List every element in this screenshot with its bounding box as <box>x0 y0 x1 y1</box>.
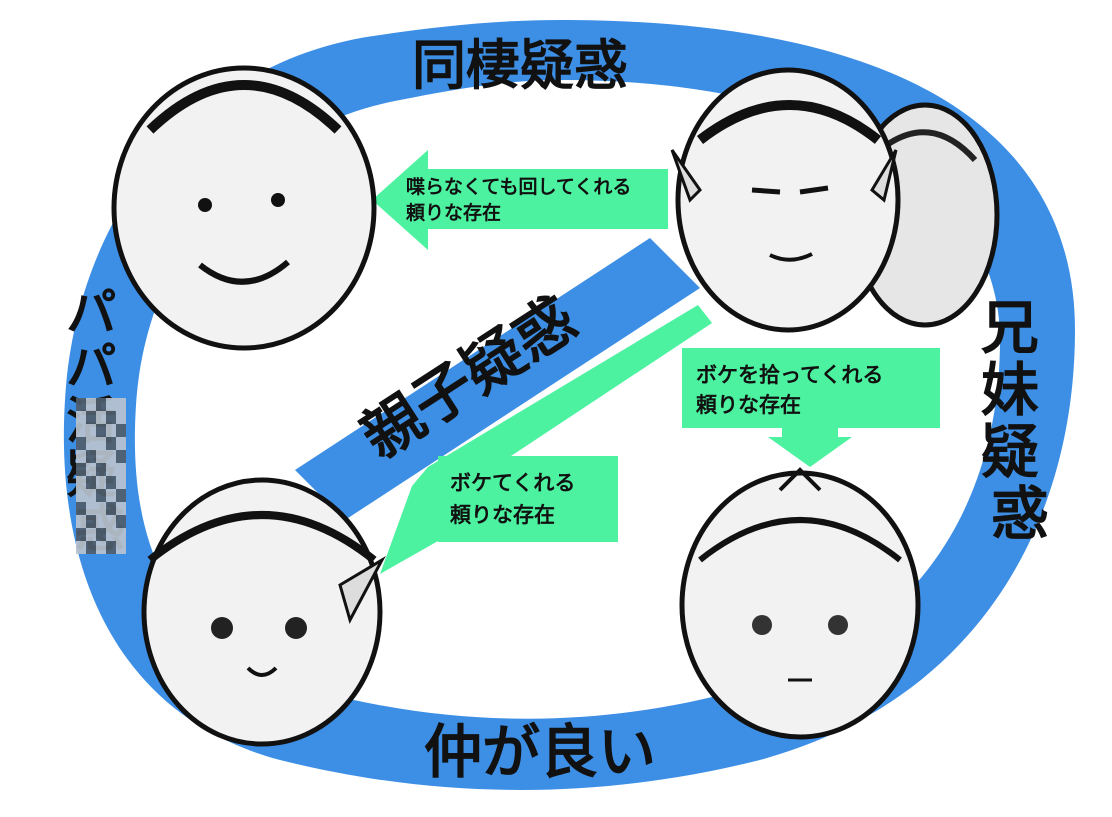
mosaic-tile <box>116 502 126 515</box>
mosaic-tile <box>96 437 106 450</box>
mosaic-tile <box>116 528 126 541</box>
mosaic-tile <box>106 515 116 528</box>
mosaic-tile <box>76 411 86 424</box>
note-to-girl-line-2: 頼りな存在 <box>696 393 801 417</box>
relation-label-left-censored: パ パ 活 疑 惑 <box>66 284 126 558</box>
mosaic-tile <box>96 398 106 411</box>
mosaic-tile <box>106 450 116 463</box>
note-to-girl-line-1: ボケを拾ってくれる <box>696 363 883 387</box>
mosaic-tile <box>116 450 126 463</box>
elf-girl-portrait-icon <box>141 477 383 747</box>
mosaic-tile <box>96 541 106 554</box>
portrait-princess <box>679 467 921 740</box>
mosaic-tile <box>76 515 86 528</box>
mosaic-tile <box>86 398 96 411</box>
mosaic-tile <box>116 489 126 502</box>
mosaic-tile <box>106 476 116 489</box>
princess-portrait-icon <box>679 470 921 740</box>
relation-diagonal-band <box>295 238 700 520</box>
mosaic-tile <box>96 515 106 528</box>
mosaic-tile <box>76 424 86 437</box>
mosaic-tile <box>76 528 86 541</box>
mosaic-tile <box>86 528 96 541</box>
mosaic-tile <box>76 489 86 502</box>
relation-label-left-char-1: パ <box>66 284 116 342</box>
relation-label-right-char-1: 兄 <box>981 294 1039 362</box>
mosaic-tile <box>76 541 86 554</box>
mosaic-tile <box>106 541 116 554</box>
mosaic-tile <box>96 476 106 489</box>
note-to-man-text: 喋らなくても回してくれる 頼りな存在 <box>406 176 638 224</box>
mosaic-tile <box>106 502 116 515</box>
mosaic-tile <box>106 437 116 450</box>
relation-label-right-char-2: 妹 <box>981 356 1039 424</box>
note-to-girl-text: ボケを拾ってくれる 頼りな存在 <box>696 363 891 417</box>
mosaic-tile <box>106 463 116 476</box>
relation-label-top: 同棲疑惑 <box>412 34 628 97</box>
mosaic-tile <box>86 437 96 450</box>
note-arrow-to-girl <box>682 348 940 467</box>
mosaic-tile <box>76 450 86 463</box>
mosaic-tile <box>106 411 116 424</box>
mosaic-tile <box>86 411 96 424</box>
mosaic-tile <box>76 437 86 450</box>
mosaic-tile <box>116 424 126 437</box>
note-to-man-line-1: 喋らなくても回してくれる <box>406 176 631 198</box>
mosaic-tile <box>76 476 86 489</box>
mosaic-tile <box>86 541 96 554</box>
mosaic-tile <box>76 463 86 476</box>
mosaic-tile <box>86 515 96 528</box>
mosaic-tile <box>96 463 106 476</box>
mosaic-tile <box>116 437 126 450</box>
note-to-elf-text: ボケてくれる 頼りな存在 <box>450 471 583 527</box>
mosaic-tile <box>96 450 106 463</box>
mosaic-tile <box>116 515 126 528</box>
note-to-elf-line-1: ボケてくれる <box>450 471 575 495</box>
mosaic-tile <box>116 463 126 476</box>
mosaic-tile <box>116 476 126 489</box>
mosaic-tile <box>86 489 96 502</box>
note-arrow-to-man <box>372 150 668 250</box>
relation-label-right-char-4: 惑 <box>991 480 1049 548</box>
portrait-elf-girl <box>141 477 386 747</box>
mosaic-tile <box>96 411 106 424</box>
relation-label-right: 兄 妹 疑 惑 <box>981 294 1059 548</box>
mosaic-tile <box>86 424 96 437</box>
mosaic-tile <box>116 411 126 424</box>
mosaic-tile <box>76 502 86 515</box>
mosaic-tile <box>106 489 116 502</box>
note-box-elf <box>438 456 618 542</box>
mosaic-tile <box>96 502 106 515</box>
mosaic-tile <box>96 528 106 541</box>
note-to-man-line-2: 頼りな存在 <box>406 201 501 224</box>
mosaic-tile <box>96 489 106 502</box>
note-to-elf-line-2: 頼りな存在 <box>450 503 555 527</box>
man-portrait-icon <box>111 65 377 351</box>
portrait-elf-man <box>670 67 901 333</box>
portrait-man <box>111 65 377 351</box>
mosaic-tile <box>116 541 126 554</box>
mosaic-tile <box>106 398 116 411</box>
relation-label-left-char-2: パ <box>66 338 116 396</box>
elf-man-portrait-icon <box>675 67 901 333</box>
mosaic-tile <box>76 398 86 411</box>
mosaic-tile <box>86 476 96 489</box>
mosaic-tile <box>86 502 96 515</box>
mosaic-tile <box>96 424 106 437</box>
mosaic-tile <box>106 528 116 541</box>
note-arrow-to-elf <box>380 305 712 574</box>
relation-label-right-char-3: 疑 <box>981 418 1039 486</box>
mosaic-tile <box>86 463 96 476</box>
mosaic-tile <box>86 450 96 463</box>
relation-label-bottom: 仲が良い <box>424 718 656 786</box>
mosaic-tile <box>116 398 126 411</box>
mosaic-censor <box>76 398 126 554</box>
mosaic-tile <box>106 424 116 437</box>
